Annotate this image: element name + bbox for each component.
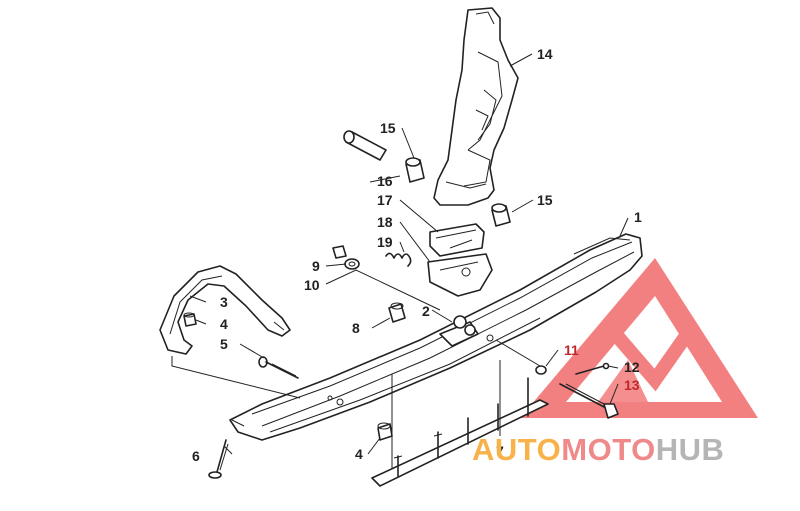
callout-11: 11 [564, 342, 579, 358]
watermark-part-1: AUTO [472, 432, 561, 467]
watermark-part-3: HUB [656, 432, 725, 467]
watermark-text: AUTOMOTOHUB [472, 432, 724, 467]
callout-19: 19 [377, 234, 393, 250]
callout-16: 16 [377, 173, 393, 189]
bracket-part [427, 253, 493, 297]
callout-4-lower: 4 [355, 446, 363, 462]
callout-15-lower: 15 [537, 192, 553, 208]
mount-part [439, 315, 479, 347]
callout-3: 3 [220, 294, 228, 310]
bushing-upper [405, 157, 425, 183]
callout-1: 1 [634, 209, 642, 225]
callout-17: 17 [377, 192, 393, 208]
callout-14: 14 [537, 46, 553, 62]
callout-15-upper: 15 [380, 120, 396, 136]
callout-7: 7 [496, 443, 504, 459]
nut-part-4-upper [183, 312, 197, 327]
callout-13: 13 [624, 377, 640, 393]
nut-part-4-lower [377, 422, 393, 441]
bushing-lower [491, 203, 511, 227]
callout-8: 8 [352, 320, 360, 336]
callout-18: 18 [377, 214, 393, 230]
wear-bar [371, 377, 549, 487]
bolt-part-13 [559, 383, 619, 419]
svg-text:AUTOMOTOHUB: AUTOMOTOHUB [472, 432, 724, 467]
callout-4-upper: 4 [220, 316, 228, 332]
spindle-part [433, 7, 519, 206]
saddle-part [429, 223, 485, 257]
washer-part [344, 258, 360, 270]
washer-part-11 [535, 365, 547, 375]
handle-loop [159, 265, 291, 355]
callout-2: 2 [422, 303, 430, 319]
callout-6: 6 [192, 448, 200, 464]
callout-10: 10 [304, 277, 320, 293]
bolt-part-6 [208, 439, 229, 479]
spring-part [385, 252, 412, 267]
callout-12: 12 [624, 359, 640, 375]
shaft-part [343, 130, 387, 161]
nut-part-8 [388, 302, 406, 323]
leader-lines [171, 53, 629, 468]
callout-5: 5 [220, 336, 228, 352]
watermark-part-2: MOTO [561, 432, 655, 467]
callout-labels: 1 2 3 4 4 5 6 7 8 9 10 11 12 13 14 15 15… [192, 46, 642, 464]
nut-part-top [332, 245, 347, 259]
callout-9: 9 [312, 258, 320, 274]
watermark-logo [520, 258, 758, 418]
bolt-part-5 [258, 356, 299, 379]
